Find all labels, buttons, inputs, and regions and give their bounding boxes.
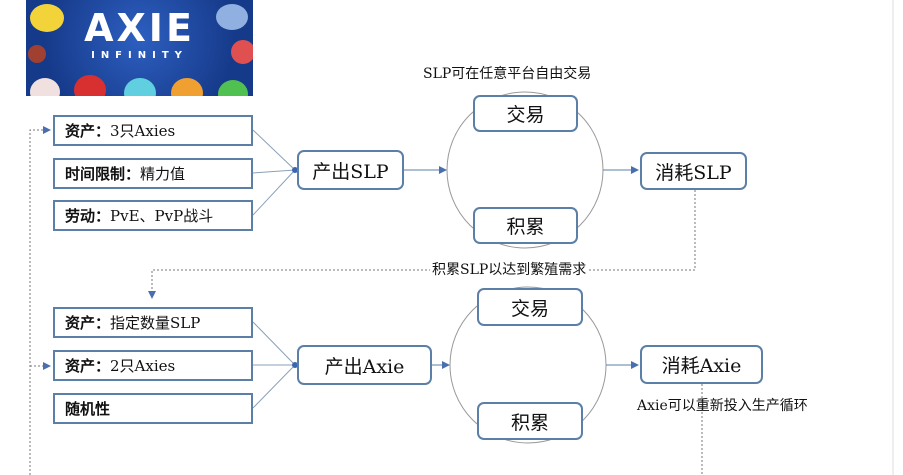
input-labor: 劳动：PvE、PvP战斗 [53, 200, 253, 231]
logo-subtitle: INFINITY [91, 50, 188, 61]
input-assets-slp: 资产：指定数量SLP [53, 307, 253, 338]
input-label: 资产： [65, 314, 111, 332]
note-slp-trade: SLP可在任意平台自由交易 [423, 66, 592, 82]
input-time-limit: 时间限制：精力值 [53, 158, 253, 189]
input-randomness: 随机性 [53, 393, 253, 424]
input-label: 劳动： [65, 207, 111, 225]
input-label: 资产： [65, 122, 111, 140]
note-slp-accumulate: 积累SLP以达到繁殖需求 [430, 259, 589, 279]
input-assets-2-axies: 资产：2只Axies [53, 350, 253, 381]
consume-axie-node: 消耗Axie [640, 345, 763, 384]
logo-title: AXIE [84, 6, 195, 50]
trade-node-top: 交易 [473, 95, 578, 132]
axie-infinity-logo: AXIE INFINITY [26, 0, 253, 96]
produce-slp-node: 产出SLP [297, 150, 404, 190]
input-label: 时间限制： [65, 165, 141, 183]
input-assets-axies: 资产：3只Axies [53, 115, 253, 146]
input-value: 3只Axies [110, 122, 176, 140]
input-label: 资产： [65, 357, 111, 375]
input-value: PvE、PvP战斗 [110, 207, 214, 225]
produce-axie-node: 产出Axie [297, 345, 432, 385]
trade-node-bottom: 交易 [477, 288, 583, 326]
accumulate-node-top: 积累 [473, 207, 578, 244]
input-value: 2只Axies [110, 357, 176, 375]
consume-slp-node: 消耗SLP [640, 152, 747, 190]
accumulate-node-bottom: 积累 [477, 402, 583, 440]
input-value: 指定数量SLP [110, 314, 201, 332]
note-axie-reinvest: Axie可以重新投入生产循环 [637, 398, 808, 414]
input-value: 精力值 [140, 165, 186, 183]
input-label: 随机性 [65, 400, 111, 418]
